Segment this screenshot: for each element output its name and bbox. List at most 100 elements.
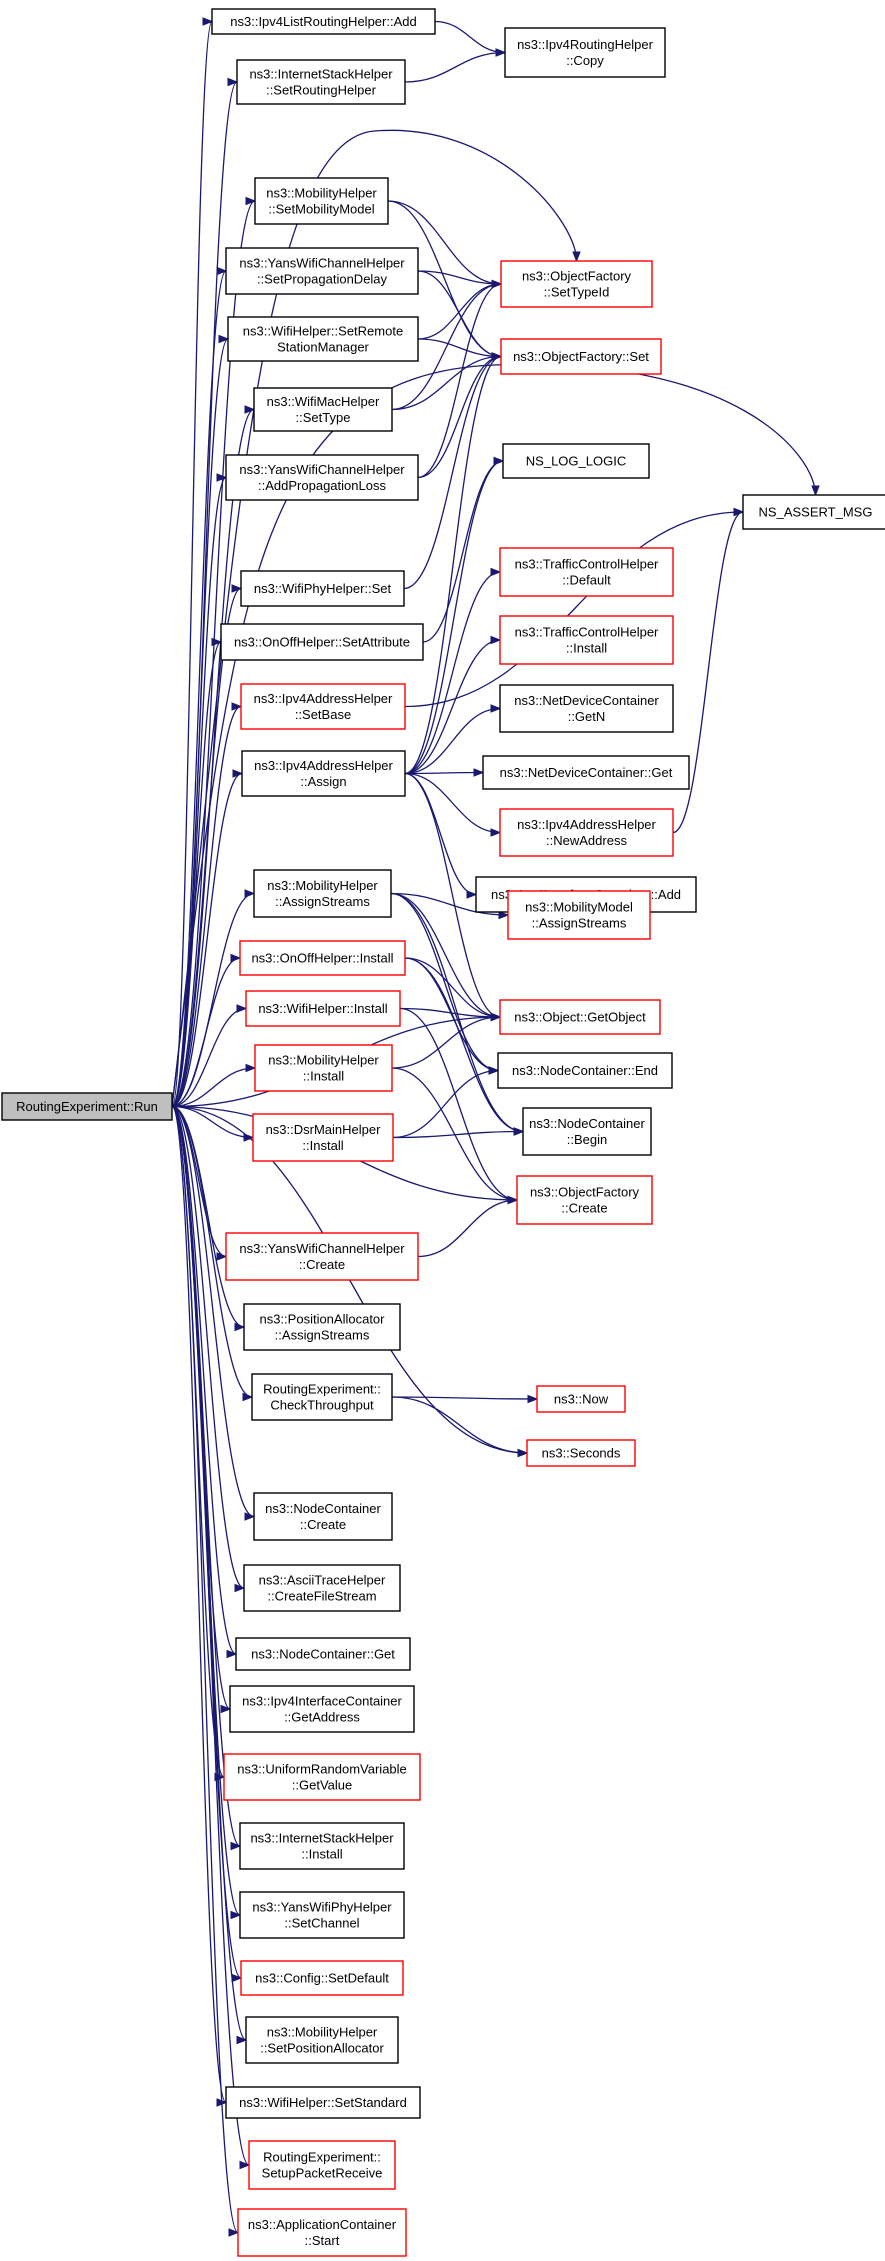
node-onoff-install[interactable]: ns3::OnOffHelper::Install — [239, 940, 406, 976]
node-netdev-getn[interactable]: ns3::NetDeviceContainer::GetN — [499, 684, 674, 733]
node-dsr-install[interactable]: ns3::DsrMainHelper::Install — [252, 1113, 394, 1162]
node-checkthroughput[interactable]: RoutingExperiment::CheckThroughput — [251, 1373, 393, 1421]
node-box[interactable] — [240, 570, 405, 607]
node-box[interactable] — [236, 59, 406, 105]
node-box[interactable] — [253, 387, 393, 432]
node-mobility-assignstreams[interactable]: ns3::MobilityHelper::AssignStreams — [253, 869, 392, 918]
node-box[interactable] — [240, 683, 406, 730]
node-urv-getvalue[interactable]: ns3::UniformRandomVariable::GetValue — [223, 1753, 421, 1801]
node-box[interactable] — [245, 990, 401, 1027]
node-box[interactable] — [229, 1685, 415, 1733]
node-box[interactable] — [211, 8, 436, 35]
node-posalloc-assignstreams[interactable]: ns3::PositionAllocator::AssignStreams — [243, 1303, 401, 1351]
node-box[interactable] — [239, 1891, 405, 1939]
node-box[interactable] — [251, 1373, 393, 1421]
node-box[interactable] — [499, 808, 674, 857]
node-box[interactable] — [1, 1092, 173, 1121]
node-ipv4if-getaddr[interactable]: ns3::Ipv4InterfaceContainer::GetAddress — [229, 1685, 415, 1733]
node-ipv4addr-assign[interactable]: ns3::Ipv4AddressHelper::Assign — [241, 750, 406, 797]
node-internetstack-setrouting[interactable]: ns3::InternetStackHelper::SetRoutingHelp… — [236, 59, 406, 105]
node-box[interactable] — [253, 869, 392, 918]
node-ipv4addr-setbase[interactable]: ns3::Ipv4AddressHelper::SetBase — [240, 683, 406, 730]
node-box[interactable] — [239, 940, 406, 976]
node-objfactory-create[interactable]: ns3::ObjectFactory::Create — [516, 1175, 653, 1225]
node-tch-install[interactable]: ns3::TrafficControlHelper::Install — [499, 615, 674, 665]
node-box[interactable] — [225, 454, 419, 501]
node-now[interactable]: ns3::Now — [536, 1385, 626, 1413]
node-box[interactable] — [240, 1960, 404, 1996]
node-box[interactable] — [742, 494, 885, 530]
node-yanschannel-setprop[interactable]: ns3::YansWifiChannelHelper::SetPropagati… — [225, 247, 419, 295]
node-box[interactable] — [516, 1175, 653, 1225]
node-objfactory-settypeid[interactable]: ns3::ObjectFactory::SetTypeId — [500, 260, 653, 308]
node-onoff-setattr[interactable]: ns3::OnOffHelper::SetAttribute — [220, 623, 424, 661]
node-box[interactable] — [536, 1385, 626, 1413]
node-mobility-setposalloc[interactable]: ns3::MobilityHelper::SetPositionAllocato… — [245, 2016, 399, 2064]
node-internetstack-install[interactable]: ns3::InternetStackHelper::Install — [239, 1822, 405, 1870]
node-box[interactable] — [243, 1564, 401, 1612]
node-box[interactable] — [497, 1052, 673, 1089]
edge-mobility_install-to-object_getobject — [391, 1016, 501, 1069]
node-ns-log-logic[interactable]: NS_LOG_LOGIC — [502, 443, 650, 479]
node-wifi-setstandard[interactable]: ns3::WifiHelper::SetStandard — [225, 2086, 421, 2119]
node-box[interactable] — [254, 177, 389, 225]
node-wifi-install[interactable]: ns3::WifiHelper::Install — [245, 990, 401, 1027]
node-ascii-createfile[interactable]: ns3::AsciiTraceHelper::CreateFileStream — [243, 1564, 401, 1612]
node-box[interactable] — [500, 260, 653, 308]
node-box[interactable] — [526, 1439, 636, 1467]
node-ns-assert-msg[interactable]: NS_ASSERT_MSG — [742, 494, 885, 530]
node-yanschannel-addloss[interactable]: ns3::YansWifiChannelHelper::AddPropagati… — [225, 454, 419, 501]
node-box[interactable] — [243, 1303, 401, 1351]
node-nodecont-get[interactable]: ns3::NodeContainer::Get — [235, 1637, 411, 1671]
node-objfactory-set[interactable]: ns3::ObjectFactory::Set — [500, 338, 662, 375]
node-box[interactable] — [223, 1753, 421, 1801]
node-box[interactable] — [241, 750, 406, 797]
node-ipv4addr-newaddr[interactable]: ns3::Ipv4AddressHelper::NewAddress — [499, 808, 674, 857]
node-box[interactable] — [522, 1107, 652, 1156]
node-box[interactable] — [239, 1822, 405, 1870]
node-box[interactable] — [507, 890, 651, 940]
node-box[interactable] — [253, 1492, 393, 1541]
node-run[interactable]: RoutingExperiment::Run — [1, 1092, 173, 1121]
node-ipv4routing-copy[interactable]: ns3::Ipv4RoutingHelper::Copy — [504, 27, 666, 78]
node-box[interactable] — [499, 999, 661, 1035]
node-setup-packetreceive[interactable]: RoutingExperiment::SetupPacketReceive — [248, 2140, 396, 2190]
node-box[interactable] — [237, 2208, 407, 2257]
node-config-setdefault[interactable]: ns3::Config::SetDefault — [240, 1960, 404, 1996]
node-wifiphy-set[interactable]: ns3::WifiPhyHelper::Set — [240, 570, 405, 607]
node-nodecont-end[interactable]: ns3::NodeContainer::End — [497, 1052, 673, 1089]
node-mobility-install[interactable]: ns3::MobilityHelper::Install — [254, 1044, 393, 1092]
node-nodecont-begin[interactable]: ns3::NodeContainer::Begin — [522, 1107, 652, 1156]
node-netdev-get[interactable]: ns3::NetDeviceContainer::Get — [482, 755, 690, 790]
node-box[interactable] — [482, 755, 690, 790]
node-box[interactable] — [225, 1232, 419, 1281]
node-mobmodel-assignstreams[interactable]: ns3::MobilityModel::AssignStreams — [507, 890, 651, 940]
node-object-getobject[interactable]: ns3::Object::GetObject — [499, 999, 661, 1035]
node-box[interactable] — [235, 1637, 411, 1671]
node-box[interactable] — [248, 2140, 396, 2190]
node-box[interactable] — [502, 443, 650, 479]
node-ipv4list-add[interactable]: ns3::Ipv4ListRoutingHelper::Add — [211, 8, 436, 35]
node-yansphy-setchannel[interactable]: ns3::YansWifiPhyHelper::SetChannel — [239, 1891, 405, 1939]
node-seconds[interactable]: ns3::Seconds — [526, 1439, 636, 1467]
node-box[interactable] — [245, 2016, 399, 2064]
node-yanschannel-create[interactable]: ns3::YansWifiChannelHelper::Create — [225, 1232, 419, 1281]
node-box[interactable] — [499, 547, 674, 597]
node-tch-default[interactable]: ns3::TrafficControlHelper::Default — [499, 547, 674, 597]
node-appcont-start[interactable]: ns3::ApplicationContainer::Start — [237, 2208, 407, 2257]
node-nodecont-create[interactable]: ns3::NodeContainer::Create — [253, 1492, 393, 1541]
node-box[interactable] — [254, 1044, 393, 1092]
node-wifimac-settype[interactable]: ns3::WifiMacHelper::SetType — [253, 387, 393, 432]
node-box[interactable] — [499, 615, 674, 665]
edge-mobility_install-to-objfactory_create — [391, 1067, 518, 1201]
node-box[interactable] — [252, 1113, 394, 1162]
node-box[interactable] — [225, 2086, 421, 2119]
node-box[interactable] — [504, 27, 666, 78]
node-box[interactable] — [225, 247, 419, 295]
node-box[interactable] — [220, 623, 424, 661]
node-box[interactable] — [500, 338, 662, 375]
node-box[interactable] — [499, 684, 674, 733]
node-box[interactable] — [227, 316, 419, 362]
node-mobility-setmodel[interactable]: ns3::MobilityHelper::SetMobilityModel — [254, 177, 389, 225]
